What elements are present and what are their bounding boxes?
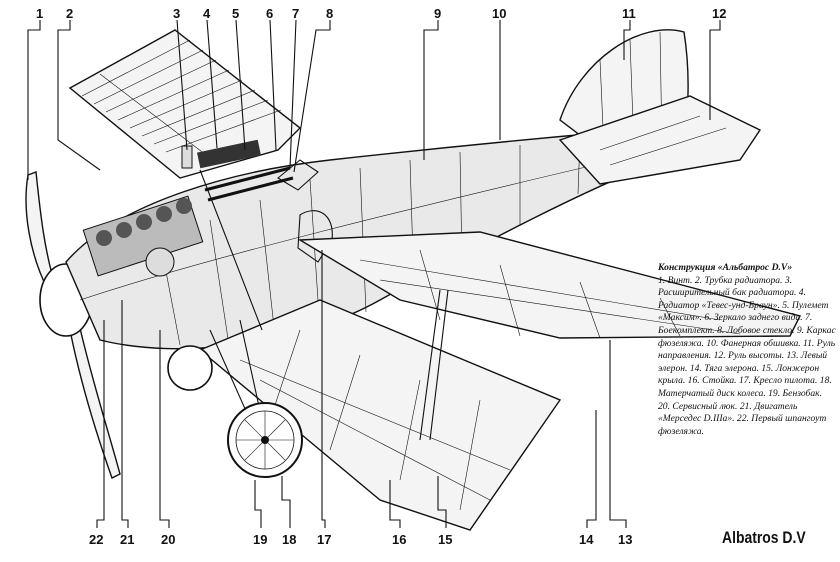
callout-7: 7 xyxy=(292,6,299,21)
callout-6: 6 xyxy=(266,6,273,21)
upper-wing xyxy=(68,29,302,179)
callout-9: 9 xyxy=(434,6,441,21)
callout-5: 5 xyxy=(232,6,239,21)
propeller xyxy=(25,171,121,479)
callout-4: 4 xyxy=(203,6,211,21)
callout-12: 12 xyxy=(712,6,726,21)
callout-11: 11 xyxy=(622,6,636,21)
lower-wing xyxy=(198,169,802,531)
callout-17: 17 xyxy=(317,532,331,547)
interplane-struts xyxy=(199,169,449,441)
windscreen xyxy=(277,159,319,191)
callout-13: 13 xyxy=(618,532,632,547)
callout-14: 14 xyxy=(579,532,594,547)
wheel xyxy=(227,402,303,478)
callout-20: 20 xyxy=(161,532,175,547)
caption-text: 1. Винт. 2. Трубка радиатора. 3. Расшири… xyxy=(658,274,836,437)
leader-lines xyxy=(27,19,721,528)
callout-2: 2 xyxy=(66,6,73,21)
caption-block: Конструкция «Альбатрос D.V» 1. Винт. 2. … xyxy=(658,262,836,438)
callout-18: 18 xyxy=(282,532,296,547)
caption-title: Конструкция «Альбатрос D.V» xyxy=(658,262,793,273)
plane-name-label: Albatros D.V xyxy=(722,528,806,547)
callout-15: 15 xyxy=(438,532,452,547)
callout-16: 16 xyxy=(392,532,406,547)
callout-3: 3 xyxy=(173,6,180,21)
callout-numbers: 1 2 3 4 5 6 7 8 9 10 11 12 13 14 15 16 1… xyxy=(36,6,726,547)
callout-21: 21 xyxy=(120,532,134,547)
callout-8: 8 xyxy=(326,6,333,21)
engine-mercedes xyxy=(82,195,204,277)
landing-gear xyxy=(167,319,303,478)
callout-1: 1 xyxy=(36,6,43,21)
wheel-far xyxy=(167,345,213,391)
callout-10: 10 xyxy=(492,6,506,21)
callout-22: 22 xyxy=(89,532,103,547)
pilot-seat xyxy=(297,210,333,263)
tail xyxy=(558,29,762,185)
machine-guns xyxy=(204,166,294,202)
callout-19: 19 xyxy=(253,532,267,547)
